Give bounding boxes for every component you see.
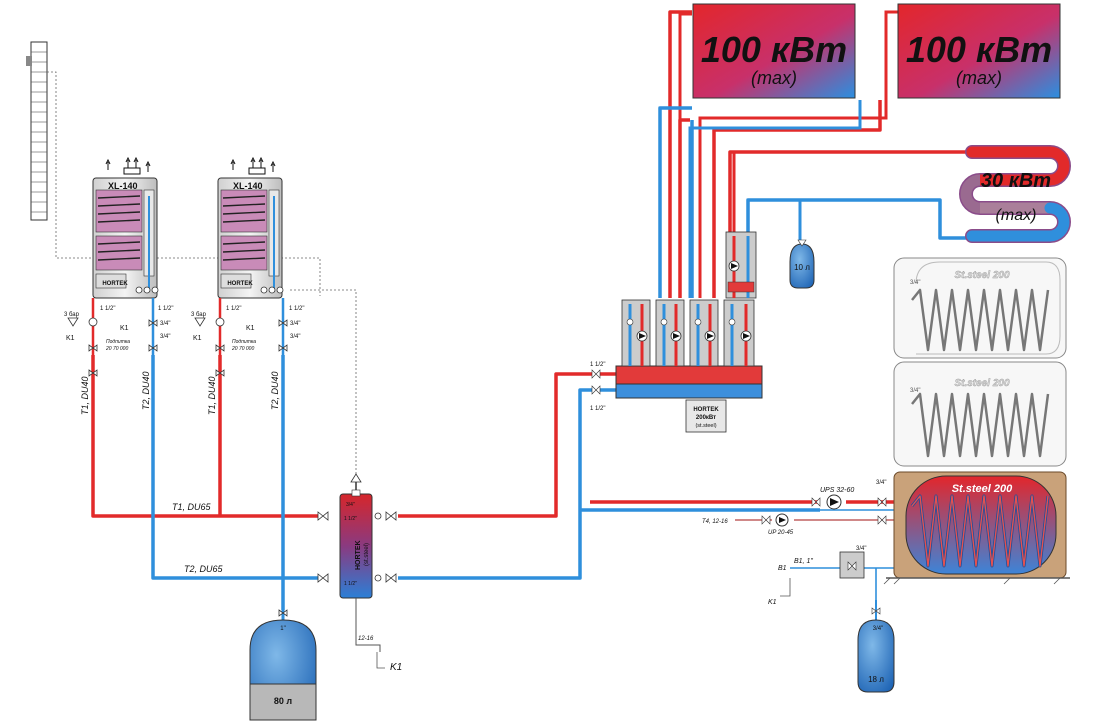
separator-k1: K1 xyxy=(390,662,402,673)
pump-group-1 xyxy=(621,299,651,367)
separator-port-bot: 1 1/2" xyxy=(344,581,357,587)
radiator-1-limit: (max) xyxy=(751,68,797,88)
boiler-1-feed: Подпитка xyxy=(106,339,130,345)
label-t2-du40-a: T2, DU40 xyxy=(141,371,151,410)
manifold-inlet-2: 1 1/2" xyxy=(590,406,605,412)
label-t4: T4, 12-16 xyxy=(702,519,728,525)
boiler-2-labels: 3 бар K1 K1 Подпитка 20 70 000 1 1/2" 1 … xyxy=(191,306,304,352)
tank-3-label: St.steel 200 xyxy=(952,483,1013,495)
expansion-tank-10: 10 л xyxy=(789,239,815,289)
dhw-pump-up: UP 20-45 T4, 12-16 xyxy=(702,513,887,536)
label-t2-du40-b: T2, DU40 xyxy=(270,371,280,410)
boiler-1-port2: 1 1/2" xyxy=(158,306,173,312)
manifold-inlet-1: 1 1/2" xyxy=(590,362,605,368)
boiler-1-model: XL-140 xyxy=(108,181,138,191)
pump-ups-label: UPS 32-60 xyxy=(820,487,854,494)
pump-group-4 xyxy=(723,299,755,367)
boiler-1-port4: 3/4" xyxy=(160,334,170,340)
boiler-2-port4: 3/4" xyxy=(290,334,300,340)
boiler-1-port1: 1 1/2" xyxy=(100,306,115,312)
radiator-2: 100 кВт (max) xyxy=(897,3,1061,99)
boiler-2-k1-b: K1 xyxy=(246,325,255,332)
boiler-1: XL-140 HORTEK xyxy=(92,156,159,299)
boiler-2-feed: Подпитка xyxy=(232,339,256,345)
pump-group-2 xyxy=(655,299,685,367)
expansion-tank-18-port: 3/4" xyxy=(873,626,883,632)
cold-inlet-port: 3/4" xyxy=(856,546,866,552)
dhw-pump-ups: UPS 32-60 xyxy=(811,487,887,510)
label-b1-size: B1, 1" xyxy=(794,558,813,565)
boiler-1-feed-code: 20 70 000 xyxy=(105,346,128,352)
expansion-tank-18-volume: 18 л xyxy=(868,675,884,684)
boiler-2-brand: HORTEK xyxy=(227,281,253,287)
boiler-1-k1: K1 xyxy=(66,335,75,342)
boiler-2-port1: 1 1/2" xyxy=(226,306,241,312)
boiler-1-k1-b: K1 xyxy=(120,325,129,332)
expansion-tank-80-port: 1" xyxy=(280,626,285,632)
boiler-2-feed-code: 20 70 000 xyxy=(231,346,254,352)
boiler-1-pressure: 3 бар xyxy=(64,312,80,318)
cold-water-inlet: B1 B1, 1" K1 3/4" xyxy=(768,546,866,606)
separator-port-mid: 1 1/2" xyxy=(344,516,357,522)
separator-valves xyxy=(317,511,397,583)
boiler-1-brand: HORTEK xyxy=(102,281,128,287)
boiler-2-port2: 1 1/2" xyxy=(289,306,304,312)
label-t2-du65: T2, DU65 xyxy=(184,564,224,574)
boiler-1-labels: 3 бар K1 K1 Подпитка 20 70 000 1 1/2" 1 … xyxy=(64,306,173,352)
separator-drain: 12-16 xyxy=(358,636,374,642)
separator-port-top: 3/4" xyxy=(346,502,355,508)
pump-up-label: UP 20-45 xyxy=(768,530,794,536)
radiator-1: 100 кВт (max) xyxy=(692,3,856,99)
hydraulic-separator: HORTEK (st.steel) 3/4" 1 1/2" 1 1/2" 12-… xyxy=(339,473,402,673)
boiler-2-fittings xyxy=(194,298,288,377)
tank-2-port: 3/4" xyxy=(910,388,920,394)
radiator-supply-lines xyxy=(678,10,972,298)
floor-heating-power: 30 кВт xyxy=(981,170,1051,192)
boiler-1-port3: 3/4" xyxy=(160,321,170,327)
mixing-group xyxy=(725,231,757,299)
floor-heating-coil: 30 кВт (max) xyxy=(959,145,1071,243)
tank-2: St.steel 200 3/4" xyxy=(893,361,1067,467)
tank-1-port: 3/4" xyxy=(910,280,920,286)
radiator-return-lines xyxy=(658,100,940,298)
label-b1: B1 xyxy=(778,565,787,572)
boiler-2-top-vents xyxy=(230,156,276,175)
boiler-2-pressure: 3 бар xyxy=(191,312,207,318)
expansion-tank-80-volume: 80 л xyxy=(274,696,293,706)
radiator-1-power: 100 кВт xyxy=(701,29,847,70)
separator-material: (st.steel) xyxy=(364,543,370,566)
expansion-tank-10-volume: 10 л xyxy=(794,263,810,272)
boiler-2-k1: K1 xyxy=(193,335,202,342)
floor-heating-limit: (max) xyxy=(996,207,1037,224)
manifold-brand: HORTEK xyxy=(693,407,719,413)
boiler-1-top-vents xyxy=(105,156,151,175)
tank-1: St.steel 200 3/4" xyxy=(893,257,1067,359)
expansion-tank-18: 18 л 3/4" xyxy=(857,600,895,693)
separator-brand: HORTEK xyxy=(355,540,362,570)
manifold: 1 1/2" 1 1/2" xyxy=(590,231,763,433)
label-t1-du65: T1, DU65 xyxy=(172,502,212,512)
pipe-labels: T1, DU40 T2, DU40 T1, DU40 T2, DU40 T1, … xyxy=(80,371,280,574)
label-k1-dhw: K1 xyxy=(768,599,777,606)
chimney xyxy=(26,41,357,500)
boiler-2-model: XL-140 xyxy=(233,181,263,191)
label-t1-du40-b: T1, DU40 xyxy=(207,376,217,415)
radiator-2-power: 100 кВт xyxy=(906,29,1052,70)
tank-1-label: St.steel 200 xyxy=(954,270,1009,281)
label-t1-du40-a: T1, DU40 xyxy=(80,376,90,415)
expansion-tank-80: 80 л 1" xyxy=(249,578,317,721)
manifold-material: (st.steel) xyxy=(695,423,716,429)
boiler-1-fittings xyxy=(67,298,158,377)
tank-3-port: 3/4" xyxy=(876,480,886,486)
radiator-2-limit: (max) xyxy=(956,68,1002,88)
boiler-2-port3: 3/4" xyxy=(290,321,300,327)
boiler-2: XL-140 HORTEK xyxy=(217,156,284,299)
pump-group-3 xyxy=(689,299,719,367)
tank-3: St.steel 200 3/4" xyxy=(876,471,1070,585)
tank-2-label: St.steel 200 xyxy=(954,378,1009,389)
manifold-power: 200кВт xyxy=(696,415,716,421)
